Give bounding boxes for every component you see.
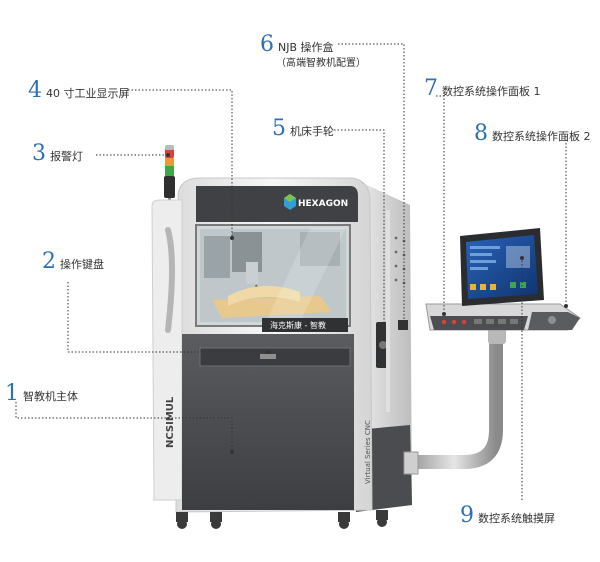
leader-dots bbox=[166, 153, 568, 454]
callout-1-label: 智教机主体 bbox=[23, 390, 78, 403]
callout-1-number: 1 bbox=[5, 381, 19, 406]
callout-7-number: 7 bbox=[424, 76, 438, 101]
callout-4-label: 40 寸工业显示屏 bbox=[46, 87, 130, 100]
callout-8-label: 数控系统操作面板 2 bbox=[492, 130, 591, 143]
callout-4: 4 40 寸工业显示屏 bbox=[28, 80, 130, 102]
panel-plate bbox=[262, 318, 348, 332]
callout-4-number: 4 bbox=[28, 78, 42, 103]
callout-2-label: 操作键盘 bbox=[60, 258, 104, 271]
callout-2: 2 操作键盘 bbox=[42, 251, 104, 273]
callout-7-label: 数控系统操作面板 1 bbox=[442, 85, 541, 98]
series-label: Virtual Series CNC bbox=[364, 420, 372, 484]
callout-6-label: NJB 操作盒 bbox=[278, 41, 334, 54]
callout-8: 8 数控系统操作面板 2 bbox=[474, 123, 591, 145]
callout-3-number: 3 bbox=[32, 141, 46, 166]
callout-9-number: 9 bbox=[460, 503, 474, 528]
callout-3-label: 报警灯 bbox=[50, 150, 83, 163]
callout-6-sublabel: （高端智教机配置） bbox=[276, 58, 366, 69]
callout-5: 5 机床手轮 bbox=[272, 118, 334, 140]
panel-plate-text: 海克斯康 - 智教 bbox=[270, 320, 326, 330]
callout-7: 7 数控系统操作面板 1 bbox=[424, 78, 541, 100]
ncsimul-label: NCSIMUL bbox=[165, 396, 176, 448]
casters bbox=[176, 510, 388, 529]
callout-9: 9 数控系统触摸屏 bbox=[460, 505, 555, 527]
callout-6: 6 NJB 操作盒 bbox=[260, 34, 334, 56]
hexagon-logo: HEXAGON bbox=[284, 194, 348, 210]
leader-lines bbox=[15, 43, 567, 500]
callout-1: 1 智教机主体 bbox=[5, 383, 78, 405]
callout-9-label: 数控系统触摸屏 bbox=[478, 512, 555, 525]
callout-3: 3 报警灯 bbox=[32, 143, 83, 165]
callout-2-number: 2 bbox=[42, 249, 56, 274]
callout-5-label: 机床手轮 bbox=[290, 125, 334, 138]
callout-6-number: 6 bbox=[260, 32, 274, 57]
callout-5-number: 5 bbox=[272, 116, 286, 141]
callout-8-number: 8 bbox=[474, 121, 488, 146]
brand-text: HEXAGON bbox=[298, 199, 348, 209]
